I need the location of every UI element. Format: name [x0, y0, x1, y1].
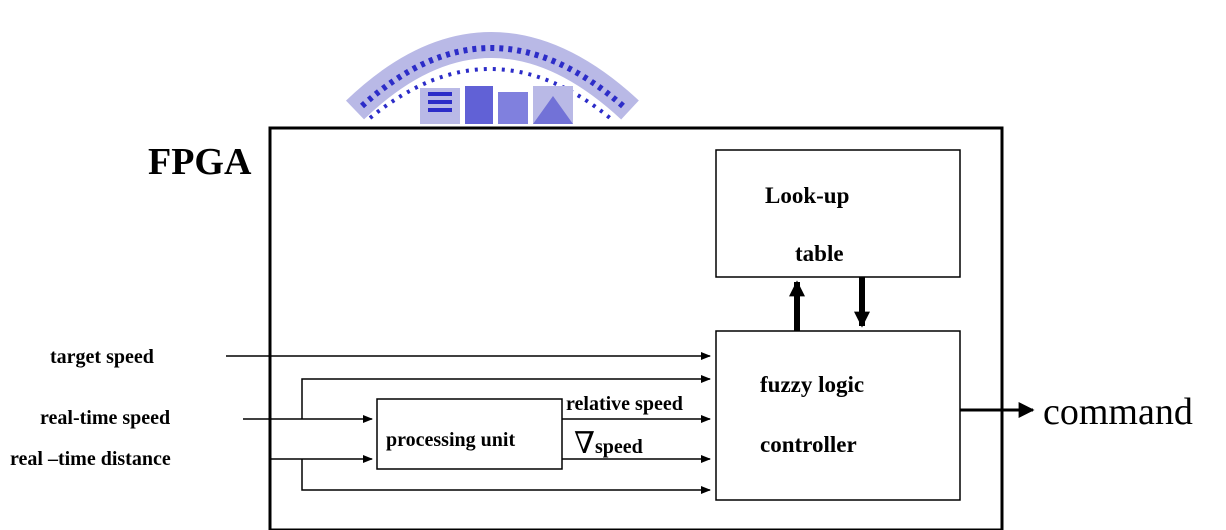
gradient-speed-text: speed [595, 436, 643, 458]
gradient-speed-label: ∇speed [574, 427, 643, 460]
lookup-table-block: Look-up table [715, 149, 961, 278]
nabla-symbol: ∇ [574, 427, 595, 460]
output-command-label: command [1043, 391, 1193, 433]
fuzzy-logic-controller-block: fuzzy logic controller [715, 330, 961, 501]
flc-line1: fuzzy logic [760, 372, 864, 397]
relative-speed-label: relative speed [566, 393, 683, 415]
fpga-boundary [268, 126, 1004, 530]
watermark-logo [345, 32, 639, 124]
input-realtime-speed-label: real-time speed [40, 407, 170, 429]
flc-line2: controller [760, 432, 857, 457]
input-target-speed-label: target speed [50, 346, 154, 368]
fpga-label: FPGA [148, 141, 252, 183]
processing-unit-block: processing unit [376, 398, 563, 470]
realtime-speed-bypass-arrow [301, 375, 711, 419]
lookup-table-line1: Look-up [765, 183, 849, 208]
realtime-distance-bypass-arrow [301, 459, 711, 494]
processing-unit-label: processing unit [386, 429, 515, 451]
lookup-table-line2: table [795, 241, 844, 266]
input-realtime-distance-label: real –time distance [10, 448, 171, 470]
